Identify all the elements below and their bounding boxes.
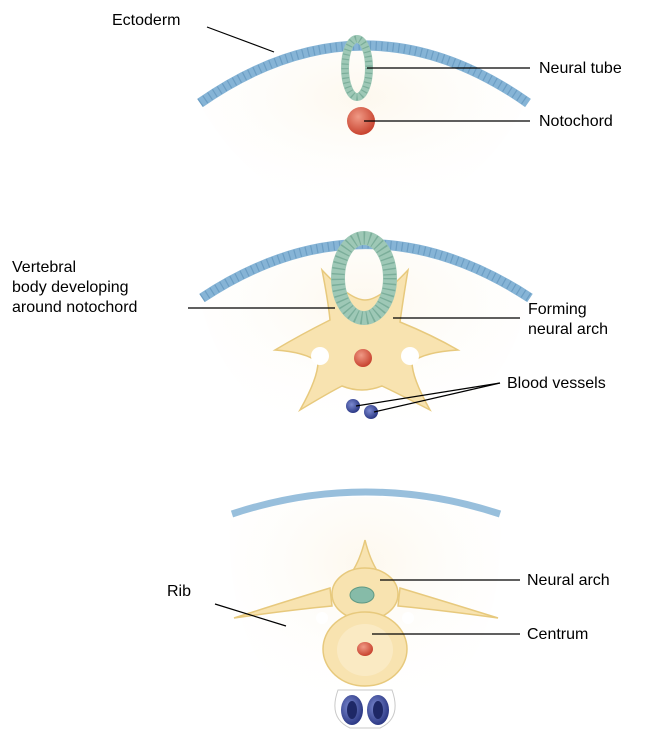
- vertebra-hole-left: [311, 347, 329, 365]
- label-neural-arch: Neural arch: [527, 571, 610, 591]
- vertebra-hole-right: [401, 347, 419, 365]
- neural-arch-cord: [350, 587, 374, 603]
- label-vertebral-body: Vertebral body developing around notocho…: [12, 258, 137, 318]
- label-blood-vessels: Blood vessels: [507, 374, 606, 394]
- leader-ectoderm: [207, 27, 274, 52]
- notochord-2: [354, 349, 372, 367]
- stage-3: [230, 492, 501, 728]
- label-rib: Rib: [167, 582, 191, 602]
- label-neural-tube: Neural tube: [539, 59, 622, 79]
- vertebra-hole-left-3: [316, 612, 328, 624]
- label-forming-neural-arch: Forming neural arch: [528, 300, 608, 340]
- stage-1: [200, 39, 528, 215]
- vertebra-hole-right-3: [402, 612, 414, 624]
- label-ectoderm: Ectoderm: [112, 11, 180, 31]
- stage-2: [200, 238, 530, 440]
- notochord-3: [357, 642, 373, 656]
- label-centrum: Centrum: [527, 625, 588, 645]
- blood-vessel-3-right-lumen: [373, 701, 383, 719]
- label-notochord: Notochord: [539, 112, 613, 132]
- blood-vessel-3-left-lumen: [347, 701, 357, 719]
